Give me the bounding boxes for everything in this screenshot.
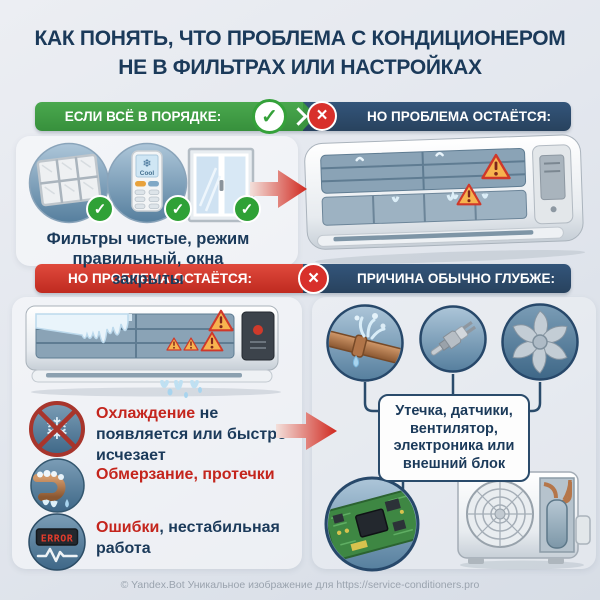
banner-problem-remains-mid: НО ПРОБЛЕМА ОСТАЁТСЯ:	[35, 264, 303, 293]
check-badge-icon: ✓	[86, 195, 114, 223]
check-badge-icon: ✓	[233, 195, 261, 223]
problem-text: Обмерзание, протечки	[96, 466, 275, 483]
error-label: ERROR	[41, 534, 74, 545]
indoor-ac-illustration	[304, 134, 586, 264]
fan-icon	[501, 303, 579, 381]
check-icon: ✓	[252, 99, 287, 134]
cross-icon: ×	[307, 101, 337, 131]
check-badge-icon: ✓	[164, 195, 192, 223]
page-title-line2: НЕ В ФИЛЬТРАХ ИЛИ НАСТРОЙКАХ	[118, 56, 482, 79]
banner-problem-remains-top: НО ПРОБЛЕМА ОСТАЁТСЯ:	[303, 102, 571, 131]
indoor-ac-frozen-illustration	[25, 305, 281, 398]
sensor-icon	[419, 305, 487, 373]
page-title-line1: КАК ПОНЯТЬ, ЧТО ПРОБЛЕМА С КОНДИЦИОНЕРОМ	[34, 27, 566, 50]
problem-text: Охлаждение не появляется или быстро исче…	[96, 405, 287, 464]
footer-credit: © Yandex.Bot Уникальное изображение для …	[120, 579, 480, 591]
problem-text: Ошибки, нестабильная работа	[96, 519, 280, 557]
cause-box: Утечка, датчики, вентилятор, электроника…	[378, 394, 530, 482]
page-title: КАК ПОНЯТЬ, ЧТО ПРОБЛЕМА С КОНДИЦИОНЕРОМ…	[0, 24, 600, 82]
frozen-pipe-icon	[30, 458, 85, 513]
leaking-pipe-icon	[326, 304, 404, 382]
banner-cause-deeper: ПРИЧИНА ОБЫЧНО ГЛУБЖЕ:	[303, 264, 571, 293]
arrow-right-icon	[276, 412, 337, 450]
circuit-board-icon	[324, 476, 420, 572]
outdoor-unit-illustration	[457, 471, 591, 570]
no-cooling-icon: ❄	[29, 401, 85, 457]
snowflake-icon: ❄	[142, 158, 151, 170]
arrow-right-icon	[250, 170, 307, 208]
error-display-icon: ERROR	[28, 513, 86, 571]
ok-caption: Фильтры чистые, режим правильный, окна з…	[46, 230, 250, 288]
remote-screen-label: Cool	[140, 170, 155, 177]
cross-icon: ×	[298, 263, 329, 294]
